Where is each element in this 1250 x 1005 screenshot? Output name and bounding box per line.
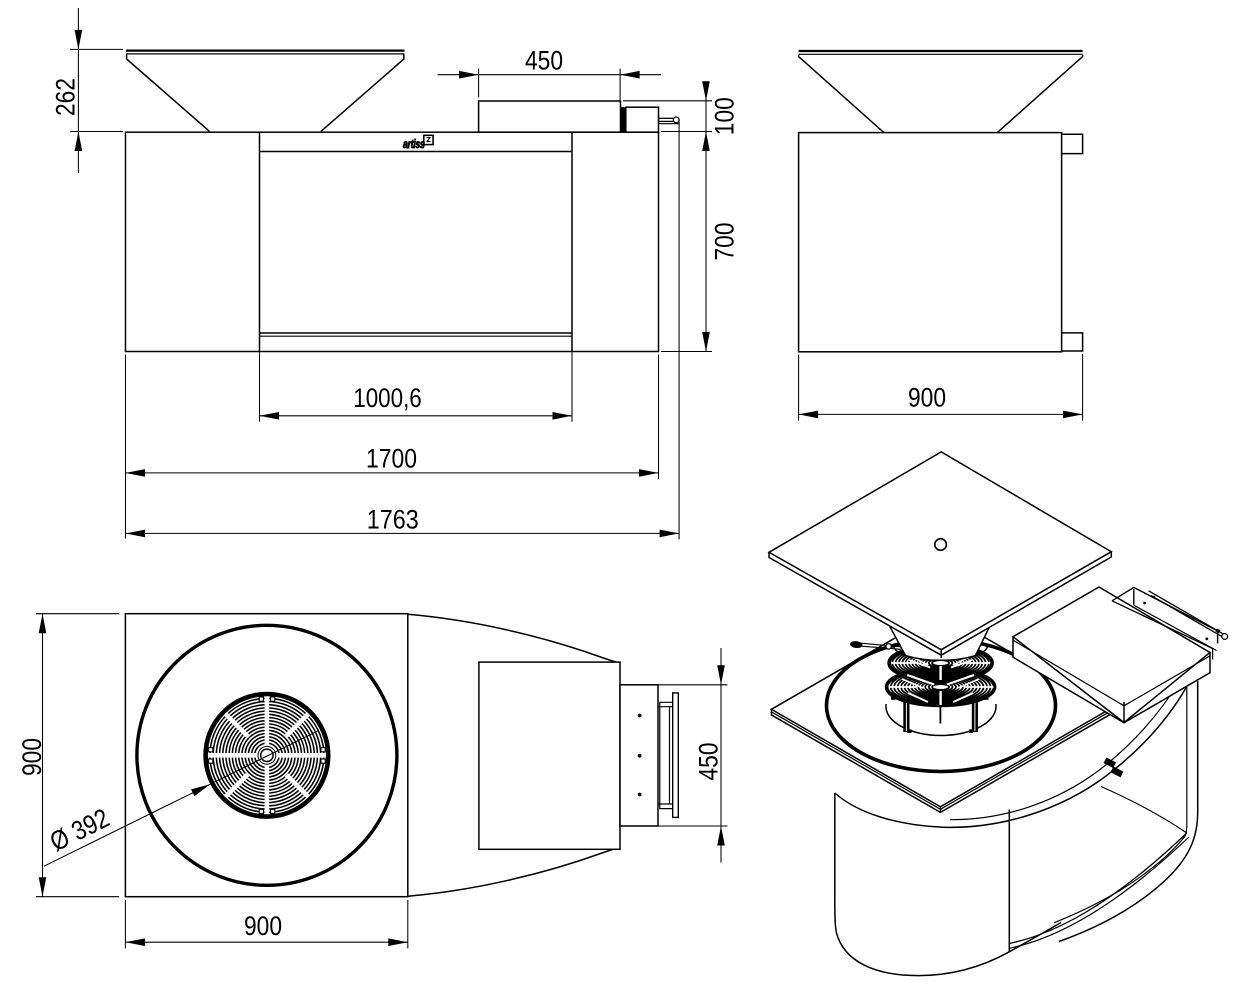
svg-text:artiss: artiss <box>403 137 425 151</box>
svg-text:450: 450 <box>694 743 724 781</box>
svg-text:262: 262 <box>51 78 81 116</box>
svg-text:1000,6: 1000,6 <box>353 383 422 413</box>
svg-text:100: 100 <box>710 97 740 135</box>
svg-text:900: 900 <box>244 911 282 941</box>
svg-text:900: 900 <box>17 738 47 776</box>
svg-text:450: 450 <box>525 45 563 75</box>
svg-text:1763: 1763 <box>367 504 419 534</box>
svg-text:700: 700 <box>710 223 740 261</box>
svg-text:1700: 1700 <box>366 443 417 473</box>
svg-text:900: 900 <box>908 382 946 412</box>
